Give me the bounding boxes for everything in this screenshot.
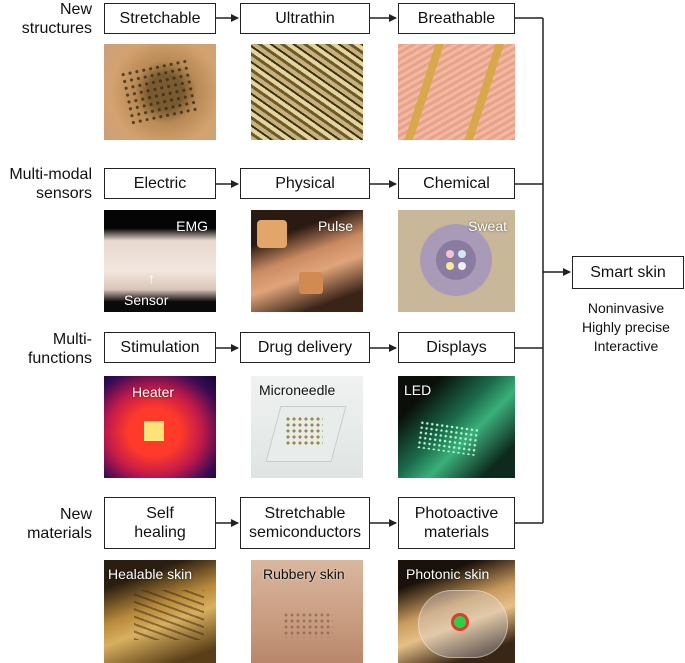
property-noninvasive: Noninvasive: [587, 300, 665, 316]
photo-microneedle: Microneedle: [251, 376, 363, 478]
caption-heater: Heater: [132, 384, 175, 400]
row-label-sensors: Multi-modal sensors: [9, 166, 92, 202]
property-interactive: Interactive: [593, 338, 659, 354]
box-breathable: Breathable: [398, 3, 515, 34]
box-stretchable-semiconductors: Stretchable semiconductors: [240, 497, 370, 549]
caption-pulse: Pulse: [317, 218, 353, 234]
photo-stretchable: [104, 44, 216, 140]
box-electric: Electric: [104, 168, 216, 199]
box-photoactive-materials: Photoactive materials: [398, 497, 515, 549]
caption-microneedle: Microneedle: [259, 382, 336, 398]
property-highly-precise: Highly precise: [582, 319, 670, 335]
photo-healable-skin: Healable skin: [104, 560, 216, 663]
box-stretchable: Stretchable: [104, 3, 216, 34]
box-smart-skin: Smart skin: [572, 256, 684, 289]
photo-breathable: [398, 44, 515, 140]
caption-led: LED: [404, 382, 432, 398]
photo-pulse: Pulse: [251, 210, 363, 312]
photo-heater: Heater: [104, 376, 216, 478]
smart-skin-properties: Noninvasive Highly precise Interactive: [566, 299, 685, 356]
photo-ultrathin: [251, 44, 363, 140]
row-label-materials: New materials: [27, 506, 92, 542]
arrow-up-icon: ↑: [148, 270, 155, 286]
box-displays: Displays: [398, 332, 515, 363]
photo-rubbery-skin: Rubbery skin: [251, 560, 363, 663]
box-self-healing: Self healing: [104, 497, 216, 549]
row-label-structures: New structures: [21, 1, 92, 37]
photo-sweat: Sweat: [398, 210, 515, 312]
photo-led: LED: [398, 376, 515, 478]
photo-photonic-skin: Photonic skin: [398, 560, 515, 663]
box-physical: Physical: [240, 168, 370, 199]
box-stimulation: Stimulation: [104, 332, 216, 363]
caption-sensor: Sensor: [124, 292, 169, 308]
box-ultrathin: Ultrathin: [240, 3, 370, 34]
box-chemical: Chemical: [398, 168, 515, 199]
box-drug-delivery: Drug delivery: [240, 332, 370, 363]
photo-emg: EMG ↑ Sensor: [104, 210, 216, 312]
caption-photonic-skin: Photonic skin: [406, 566, 490, 582]
row-label-functions: Multi- functions: [27, 331, 92, 367]
caption-emg: EMG: [176, 218, 208, 234]
caption-rubbery-skin: Rubbery skin: [263, 566, 345, 582]
caption-healable-skin: Healable skin: [108, 566, 193, 582]
caption-sweat: Sweat: [468, 218, 507, 234]
